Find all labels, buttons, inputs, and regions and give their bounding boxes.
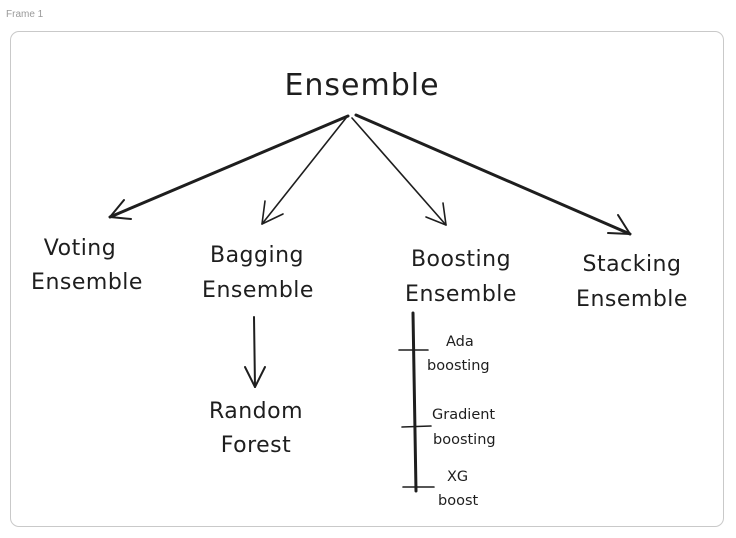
boosting-node-line1: Boosting — [411, 247, 511, 272]
root-to-stacking-arrow — [354, 113, 632, 236]
gradient-boosting-line1: Gradient — [432, 407, 495, 423]
stacking-node-line1: Stacking — [583, 252, 682, 277]
root-node: Ensemble — [284, 68, 439, 103]
voting-node-line1: Voting — [44, 236, 116, 261]
root-to-bagging-arrow — [261, 117, 347, 225]
frame-label: Frame 1 — [6, 9, 44, 20]
gradient-boosting-line2: boosting — [433, 432, 496, 448]
root-to-voting-arrow — [108, 114, 350, 220]
random-forest-line1: Random — [209, 399, 303, 424]
bagging-node-line1: Bagging — [210, 243, 304, 268]
ada-boosting-line2: boosting — [427, 358, 490, 374]
ada-boosting-line1: Ada — [446, 334, 474, 350]
boosting-node-line2: Ensemble — [405, 282, 517, 307]
xg-boost-line1: XG — [447, 469, 468, 485]
random-forest-line2: Forest — [221, 433, 292, 458]
frame-border — [10, 31, 724, 527]
bagging-node-line2: Ensemble — [202, 278, 314, 303]
boosting-spine — [398, 311, 435, 493]
bagging-to-random-forest-arrow — [244, 316, 266, 388]
xg-boost-line2: boost — [438, 493, 479, 509]
root-to-boosting-arrow — [351, 117, 447, 226]
stacking-node-line2: Ensemble — [576, 287, 688, 312]
voting-node-line2: Ensemble — [31, 270, 143, 295]
